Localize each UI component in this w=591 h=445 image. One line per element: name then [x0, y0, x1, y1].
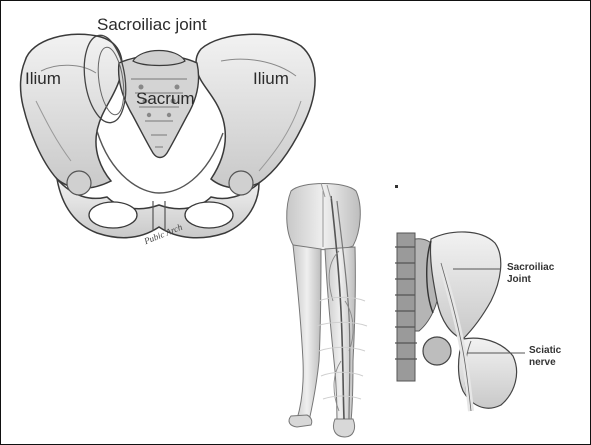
- left-obturator: [89, 202, 137, 228]
- sacroiliac-joint-label: Sacroiliac joint: [97, 15, 207, 35]
- sacrum-label: Sacrum: [136, 89, 195, 109]
- detail-sciatic-label-1: Sciatic: [529, 345, 561, 356]
- pelvis-drawing: [21, 33, 316, 238]
- ilium-left-label: Ilium: [25, 69, 61, 89]
- detail-sacroiliac-label-1: Sacroiliac: [507, 262, 554, 273]
- detail-ilium: [430, 232, 500, 339]
- right-obturator: [185, 202, 233, 228]
- detail-sciatic-label-2: nerve: [529, 357, 556, 368]
- ilium-right-label: Ilium: [253, 69, 289, 89]
- hip-detail-drawing: [395, 232, 525, 411]
- left-ilium: [21, 34, 122, 188]
- detail-sacroiliac-label-2: Joint: [507, 274, 531, 285]
- leg-nerve-drawing: [287, 183, 398, 437]
